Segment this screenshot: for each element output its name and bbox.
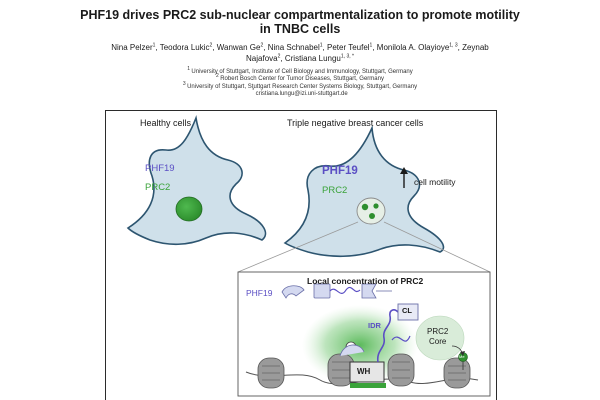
prc2-condensate	[369, 213, 375, 219]
prc2-core-label: PRC2 Core	[427, 327, 448, 347]
wh-domain	[349, 361, 385, 383]
author-affiliation-mark: 1	[319, 42, 323, 49]
author-name: Teodora Lukic	[159, 43, 210, 52]
author-affiliation-mark: 1	[152, 42, 156, 49]
author-name: Zeynab	[462, 43, 489, 52]
author-name: Nina Pelzer	[111, 43, 153, 52]
author-affiliation-mark: 2	[277, 53, 281, 60]
wh-label: WH	[357, 367, 371, 376]
prc2-condensate	[373, 203, 379, 209]
author-affiliation-mark: 1, 3	[449, 42, 458, 49]
authors-line-2: Najafova2, Cristiana Lungu1, 3, *	[246, 53, 354, 63]
author-name: Monilola A. Olayioye	[376, 43, 450, 52]
affiliation: 1 University of Stuttgart, Institute of …	[187, 66, 413, 76]
affiliation: 3 University of Stuttgart, Stuttgart Res…	[182, 80, 418, 90]
affiliation: 2 Robert Bosch Center for Tumor Diseases…	[216, 73, 384, 83]
author-name: Nina Schnabel	[267, 43, 320, 52]
authors-line-1: Nina Pelzer1, Teodora Lukic2, Wanwan Ge2…	[111, 42, 489, 52]
nucleosome	[387, 353, 415, 387]
title-line-2: in TNBC cells	[259, 22, 341, 36]
zoom-line	[237, 221, 359, 273]
author-affiliation-mark: 2	[260, 42, 264, 49]
graphical-abstract	[105, 110, 497, 400]
affiliation-list: 1 University of Stuttgart, Institute of …	[60, 66, 540, 99]
tnbc-nucleus	[356, 197, 386, 225]
prc2-core-line-2: Core	[429, 337, 447, 346]
idr-region	[376, 309, 399, 363]
zoom-line	[383, 221, 491, 273]
healthy-cell	[126, 115, 267, 246]
me-label: Me	[459, 354, 465, 359]
prc2-condensate	[361, 203, 369, 211]
tnbc-cell	[237, 124, 491, 273]
author-affiliation-mark: 1, 3, *	[340, 53, 354, 60]
prc2-core	[415, 315, 465, 361]
cl-domain	[397, 303, 419, 321]
up-arrow-icon	[400, 167, 408, 188]
phf19-label-tnbc: PHF19	[322, 165, 358, 177]
author-name: Cristiana Lungu	[284, 54, 341, 63]
cell-motility-label: cell motility	[414, 177, 456, 187]
inset-title: Local concentration of PRC2	[307, 276, 424, 286]
affiliation: * cristiana.lungu@izi.uni-stuttgart.de	[252, 88, 348, 98]
dna-binding-region	[350, 383, 386, 388]
prc2-core-line-1: PRC2	[427, 327, 449, 336]
author-name: Wanwan Ge	[216, 43, 261, 52]
healthy-cells-title: Healthy cells	[140, 118, 192, 128]
prc2-label-tnbc: PRC2	[322, 185, 348, 196]
tnbc-cells-title: Triple negative breast cancer cells	[287, 118, 424, 128]
author-name: Peter Teufel	[327, 43, 370, 52]
idr-label: IDR	[368, 321, 381, 330]
cl-label: CL	[402, 306, 412, 315]
inset-phf19-label: PHF19	[246, 288, 273, 298]
author-affiliation-mark: 2	[209, 42, 213, 49]
phd-domain	[339, 344, 365, 357]
title-line-1: PHF19 drives PRC2 sub-nuclear compartmen…	[80, 8, 520, 22]
phf19-domain-schematic	[281, 283, 392, 299]
author-name: Najafova	[246, 54, 278, 63]
phf19-label-healthy: PHF19	[145, 163, 175, 174]
nucleosome	[443, 357, 471, 389]
healthy-nucleus	[175, 196, 203, 222]
author-affiliation-mark: 1	[369, 42, 373, 49]
prc2-label-healthy: PRC2	[145, 182, 171, 193]
author-list: Nina Pelzer1, Teodora Lukic2, Wanwan Ge2…	[40, 42, 560, 64]
paper-title: PHF19 drives PRC2 sub-nuclear compartmen…	[0, 8, 600, 36]
nucleosome	[257, 357, 285, 389]
